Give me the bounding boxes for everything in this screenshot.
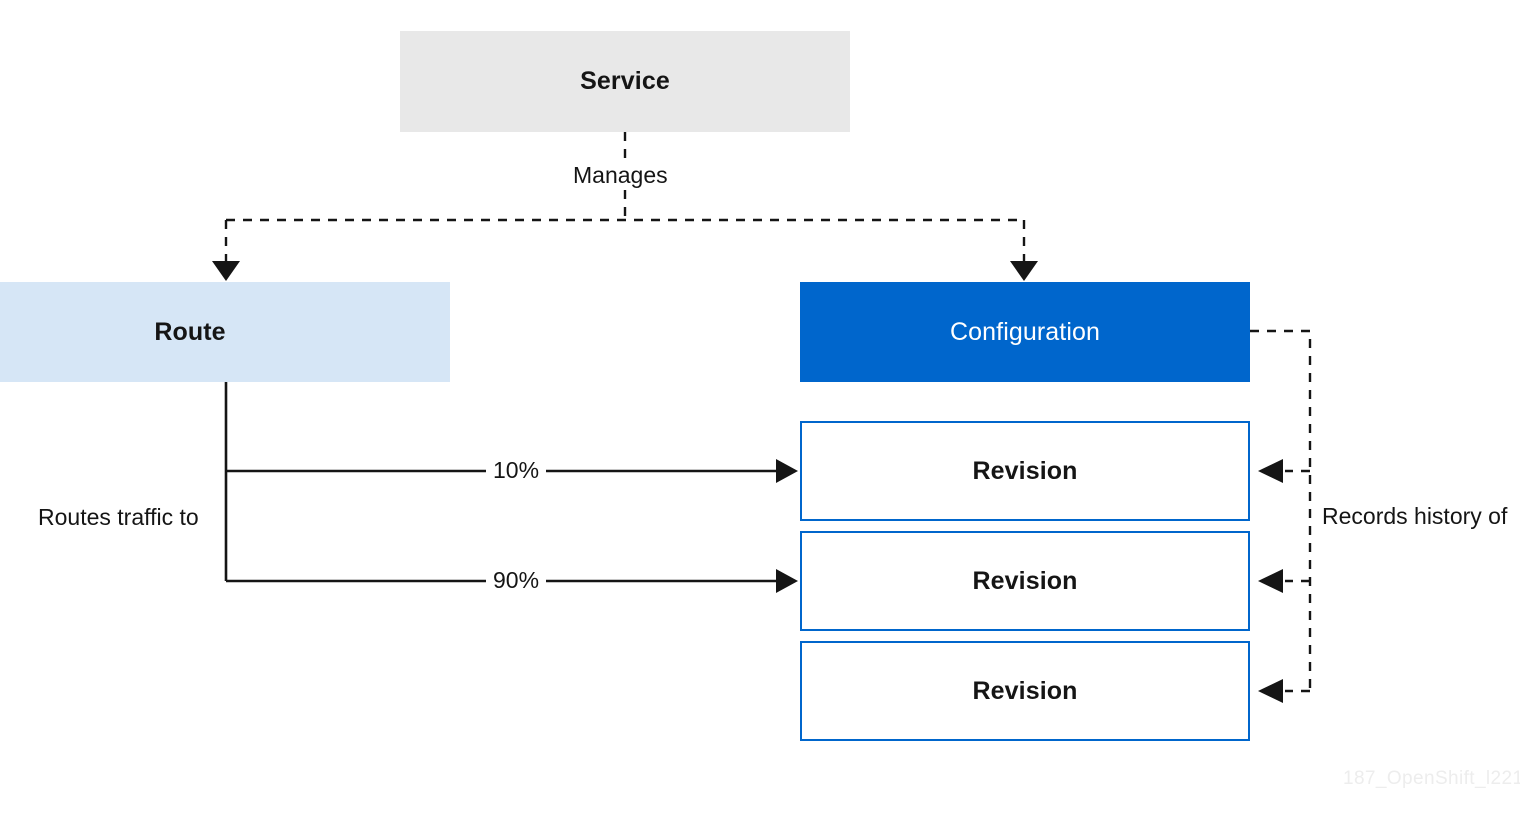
connector-records-history xyxy=(1250,329,1312,703)
node-revision-3-label: Revision xyxy=(972,676,1078,705)
node-service-label: Service xyxy=(580,67,670,95)
edge-label-traffic-10-percent: 10% xyxy=(486,457,547,484)
node-route-label: Route xyxy=(154,317,226,346)
node-revision-1-label: Revision xyxy=(972,456,1078,485)
arrowhead-revision-1 xyxy=(1258,459,1283,483)
edge-label-manages: Manages xyxy=(573,162,668,188)
connector-manages-branch xyxy=(212,218,1038,281)
node-revision-2-label: Revision xyxy=(972,566,1078,595)
node-revision-1[interactable]: Revision xyxy=(800,421,1250,521)
arrowhead-revision-2 xyxy=(1258,569,1283,593)
arrowhead-to-configuration xyxy=(1010,261,1038,281)
node-service[interactable]: Service xyxy=(400,31,850,132)
node-route[interactable]: Route xyxy=(0,282,450,382)
edge-label-records-history-of: Records history of xyxy=(1322,503,1508,529)
edge-label-routes-traffic-to: Routes traffic to xyxy=(38,504,199,530)
edge-label-traffic-90-percent: 90% xyxy=(486,567,547,594)
watermark-label: 187_OpenShift_l221 xyxy=(1343,768,1520,789)
node-configuration[interactable]: Configuration xyxy=(800,282,1250,382)
arrowhead-10-percent xyxy=(776,459,798,483)
node-revision-3[interactable]: Revision xyxy=(800,641,1250,741)
arrowhead-to-route xyxy=(212,261,240,281)
arrowhead-revision-3 xyxy=(1258,679,1283,703)
node-revision-2[interactable]: Revision xyxy=(800,531,1250,631)
connector-route-traffic xyxy=(224,382,798,593)
node-configuration-label: Configuration xyxy=(949,317,1100,346)
arrowhead-90-percent xyxy=(776,569,798,593)
